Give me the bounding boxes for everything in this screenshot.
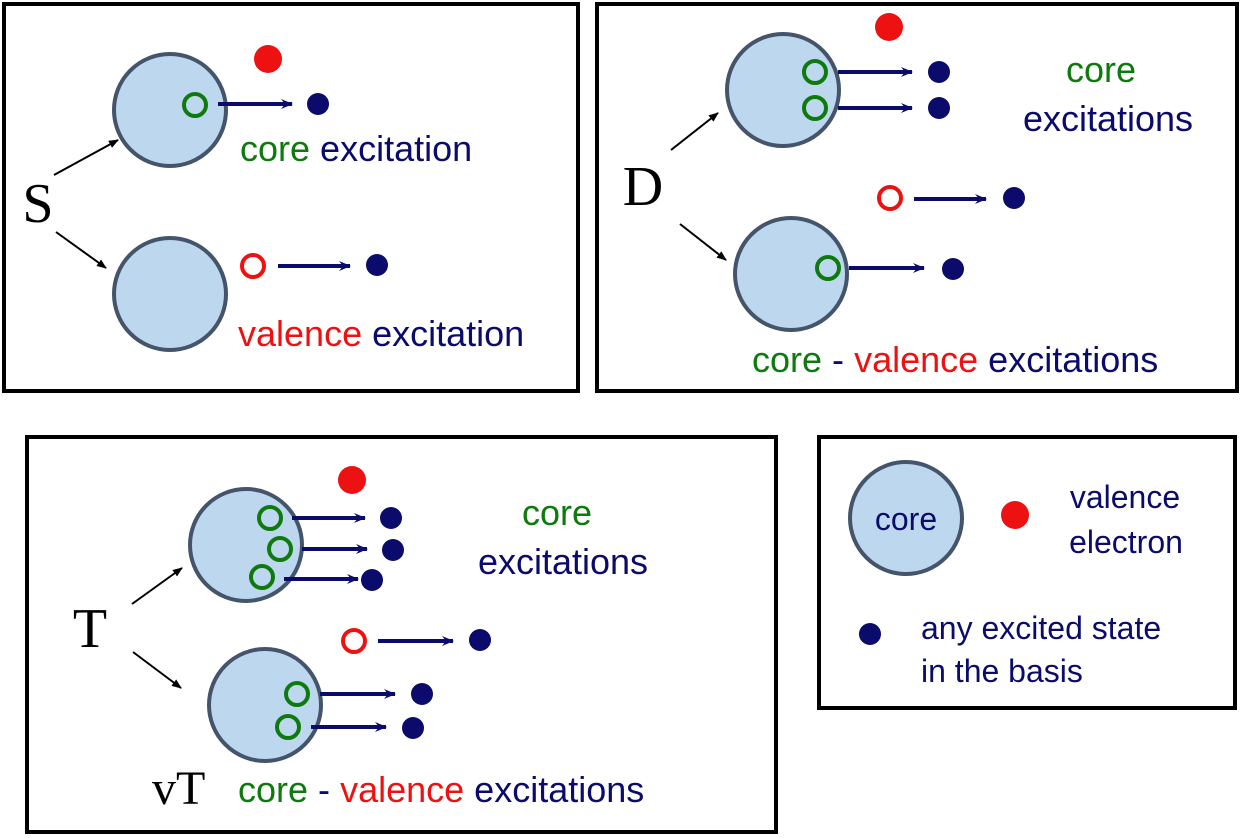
core-hole [275, 714, 301, 740]
excited-state [366, 254, 388, 276]
core-hole [802, 95, 828, 121]
core-word: core [1066, 49, 1136, 90]
panel-border [817, 435, 1237, 710]
excited-state [928, 97, 950, 119]
legend-excited-state [859, 623, 881, 645]
valence-electron [254, 45, 282, 73]
excited-state [928, 61, 950, 83]
valence-hole [240, 253, 266, 279]
core-word: core [522, 492, 592, 533]
excited-state [380, 507, 402, 529]
branch-arrow-down [132, 651, 182, 689]
branch-arrow-down [55, 231, 107, 269]
valence-hole [877, 185, 903, 211]
legend-panel: core valence electron any excited state … [817, 435, 1237, 710]
branch-arrow-up [53, 139, 119, 176]
panel-singles: S core excitation valence excitation [2, 2, 580, 393]
core-hole [815, 255, 841, 281]
core-circle [733, 216, 849, 332]
panel-border [595, 2, 1239, 393]
excited-state [469, 629, 491, 651]
branch-arrow-down [679, 223, 727, 261]
core-valence-caption: core - valence excitations [238, 769, 644, 810]
legend-valence-line2: electron [1069, 524, 1183, 560]
excited-state [307, 93, 329, 115]
excited-state [411, 683, 433, 705]
valence-excitation-caption: valence excitation [238, 313, 524, 354]
branch-arrow-up [670, 112, 719, 151]
excited-state [382, 539, 404, 561]
core-hole [249, 564, 275, 590]
core-circle [112, 52, 228, 168]
core-hole [182, 92, 208, 118]
panel-border [25, 435, 778, 834]
valence-electron [338, 466, 366, 494]
doubles-letter: D [623, 156, 663, 218]
valence-electron [875, 13, 903, 41]
legend-excited-line2: in the basis [921, 653, 1083, 689]
panel-triples: T core excitations vT core - valence exc… [25, 435, 778, 834]
core-hole [284, 681, 310, 707]
core-excitation-caption: core excitation [240, 128, 472, 169]
core-hole [257, 505, 283, 531]
excited-state [1003, 187, 1025, 209]
excitations-word: excitations [1023, 98, 1193, 139]
excited-state [942, 258, 964, 280]
singles-letter: S [22, 173, 53, 235]
excited-state [361, 569, 383, 591]
legend-valence-line1: valence [1070, 479, 1180, 515]
core-circle [112, 236, 228, 352]
core-circle [207, 647, 323, 763]
excited-state [402, 717, 424, 739]
vt-label: vT [152, 762, 205, 815]
triples-letter: T [73, 598, 107, 660]
core-circle [725, 32, 841, 148]
core-hole [802, 59, 828, 85]
valence-hole [341, 628, 367, 654]
legend-core-label: core [875, 501, 937, 537]
core-valence-caption: core - valence excitations [752, 339, 1158, 380]
core-hole [267, 536, 293, 562]
panel-doubles: D core excitations core - valence excita… [595, 2, 1239, 393]
panel-border [2, 2, 580, 393]
excitations-word: excitations [478, 541, 648, 582]
legend-excited-line1: any excited state [921, 610, 1161, 646]
legend-valence-electron [1001, 501, 1029, 529]
branch-arrow-up [131, 567, 183, 605]
legend-core-circle [848, 460, 964, 576]
core-circle [188, 487, 304, 603]
